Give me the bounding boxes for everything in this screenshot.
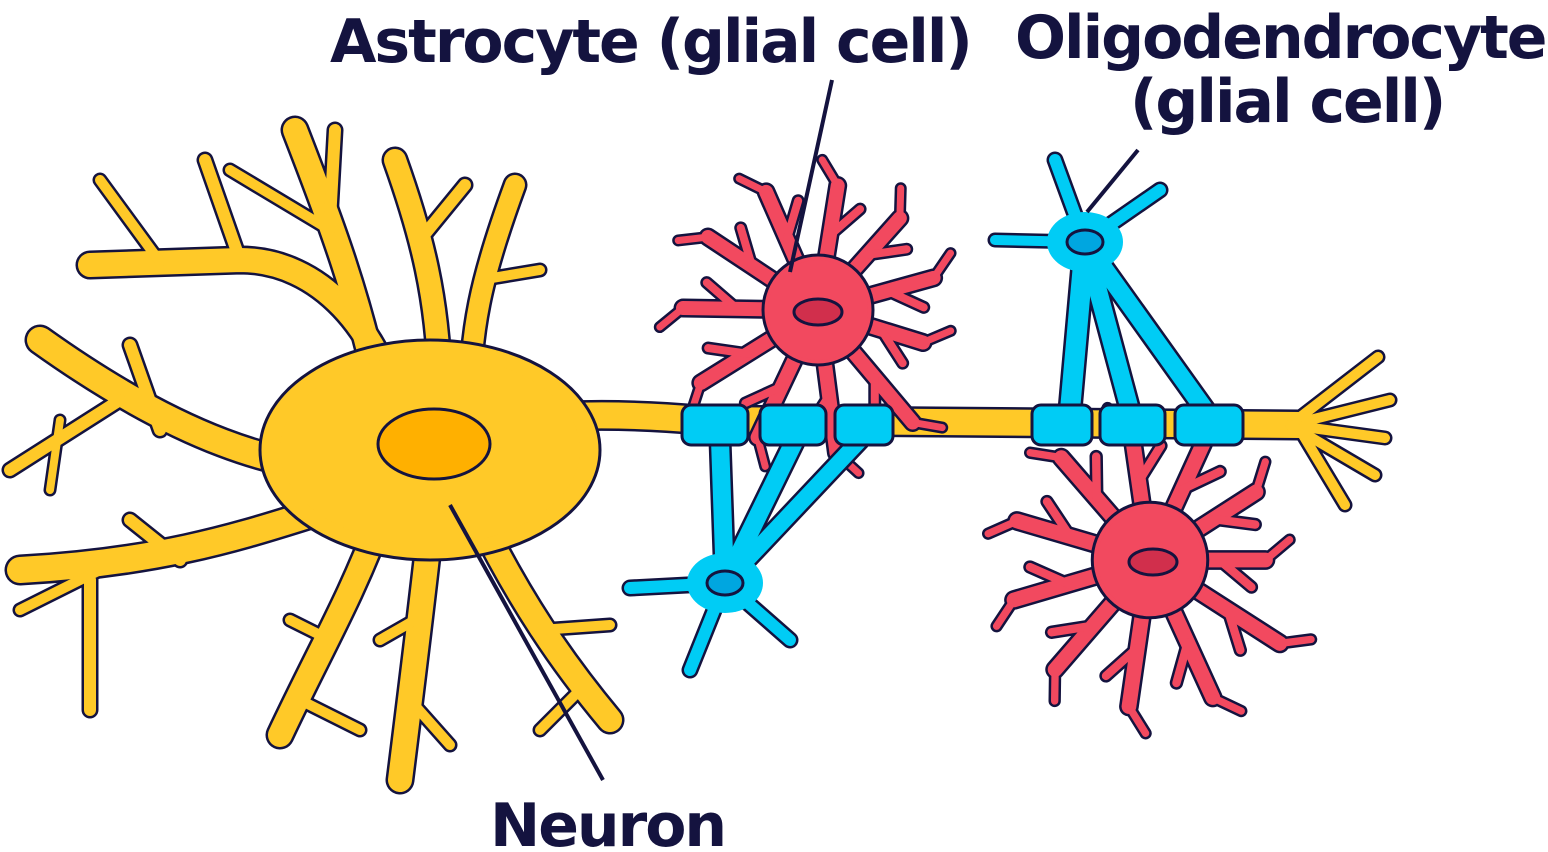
neuron-process (124, 339, 166, 436)
myelin-sheath (1173, 403, 1245, 447)
oligodendrocyte-nucleus (1065, 228, 1105, 256)
astrocyte-process (919, 327, 955, 347)
astrocyte-process (1209, 514, 1260, 529)
astrocyte-nucleus (792, 297, 844, 327)
astrocyte-process (735, 175, 770, 196)
oligodendrocyte-process (1076, 233, 1214, 419)
neuron-process (1285, 395, 1395, 430)
astrocyte-process (877, 325, 907, 368)
astrocyte-process (782, 196, 803, 244)
neuron-label: Neuron (490, 791, 725, 852)
neuron-process (4, 394, 126, 476)
astrocyte-process (984, 517, 1021, 538)
astrocyte-leader-line (788, 79, 834, 273)
astrocyte-process (656, 304, 687, 331)
astrocyte-process (825, 205, 865, 240)
neuron-process (405, 695, 455, 750)
neuron-nucleus (376, 407, 492, 481)
neuron-process (199, 154, 246, 266)
astrocyte-process (930, 249, 955, 282)
astrocyte-process (1215, 555, 1256, 592)
myelin-sheath (680, 403, 750, 447)
astrocyte-process (1042, 497, 1075, 541)
neuron-process (375, 615, 420, 645)
neuron-process (46, 416, 64, 494)
myelin-sheath (1098, 403, 1167, 447)
neuron-process (414, 179, 471, 246)
astrocyte-process (1026, 449, 1065, 462)
astrocyte-process (818, 156, 842, 190)
astrocyte-process (741, 382, 786, 408)
neuron-process (1295, 425, 1350, 510)
astrocyte-process (1261, 536, 1294, 564)
astrocyte-process (754, 433, 769, 470)
neuron-process (285, 615, 335, 645)
neuron-leader-line (448, 504, 605, 781)
leader-lines (448, 79, 1140, 781)
astrocyte-process (702, 278, 742, 313)
neuron-process (124, 514, 186, 566)
oligodendrocyte-label-line2: (glial cell) (1130, 67, 1444, 137)
oligodendrocyte-label-line1: Oligodendrocyte (1015, 3, 1545, 73)
astrocyte-process (1134, 441, 1166, 486)
astrocyte-process (1101, 643, 1142, 681)
neuron-process (1285, 352, 1383, 430)
astrocyte-process (674, 233, 712, 244)
astrocyte-process (1091, 452, 1101, 503)
astrocyte-label: Astrocyte (glial cell) (330, 7, 971, 77)
astrocyte-process (1276, 635, 1315, 648)
neuron-process (225, 165, 335, 235)
astrocyte-process (1252, 458, 1269, 496)
myelin-sheath (758, 403, 828, 447)
astrocyte-process (1047, 621, 1098, 637)
neuron-process (475, 265, 545, 285)
myelin-sheath (833, 403, 895, 447)
neuron-process (324, 124, 341, 226)
astrocyte-process (992, 596, 1018, 630)
myelin-sheath (1030, 403, 1094, 447)
neuron-process (535, 685, 585, 735)
astrocyte-process (1172, 638, 1192, 688)
astrocyte-process (704, 344, 752, 358)
astrocyte-process (1025, 562, 1073, 589)
oligodendrocytes (621, 151, 1245, 679)
oligodendrocyte-leader-line (1085, 148, 1140, 214)
astrocyte-nucleus (1127, 547, 1179, 577)
neuron-process (388, 518, 442, 792)
astrocyte-process (909, 418, 946, 432)
neuron-process (295, 695, 365, 735)
astrocyte-process (883, 286, 928, 312)
astrocyte-process (863, 245, 911, 259)
astrocyte-process (896, 184, 905, 222)
neuron-process (95, 175, 165, 267)
astrocyte-process (1177, 467, 1225, 494)
neuron-process (1285, 420, 1390, 443)
astrocyte-process (736, 223, 756, 271)
astrocyte-process (1125, 702, 1150, 737)
neuron-process (535, 620, 615, 635)
astrocyte-lower (982, 401, 1318, 740)
oligodendrocyte-nucleus (705, 569, 745, 597)
astrocyte-process (1209, 693, 1245, 715)
neuron (1, 115, 1398, 795)
astrocyte-process (1223, 605, 1245, 655)
